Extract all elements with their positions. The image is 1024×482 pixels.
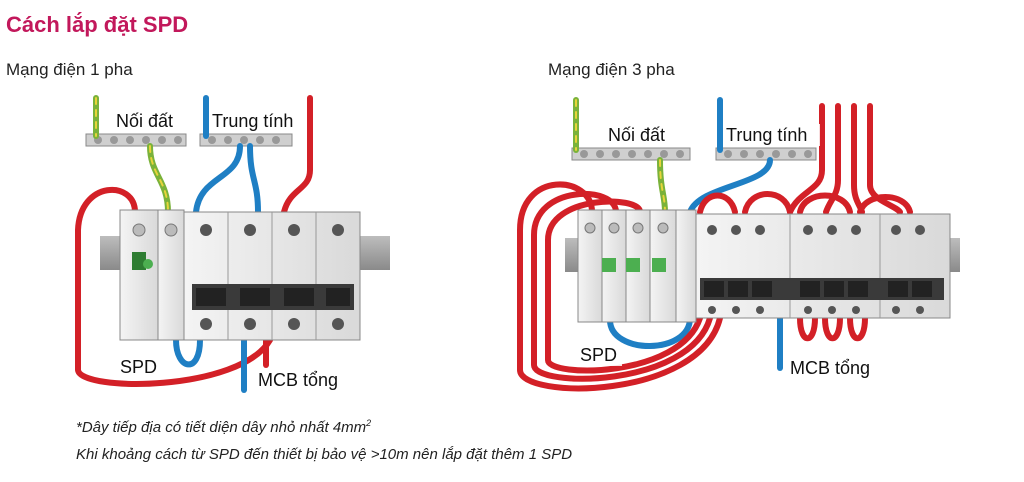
- mcb-main: [695, 213, 951, 319]
- note-ground-wire: *Dây tiếp địa có tiết diện dây nhỏ nhất …: [76, 418, 371, 436]
- three-phase-wires: [517, 97, 913, 392]
- single-phase-title: Mạng điện 1 pha: [6, 60, 133, 79]
- note-ground-wire-sup: 2: [366, 418, 372, 428]
- neutral-busbar: [199, 133, 293, 147]
- spd-device: [119, 209, 185, 341]
- three-phase-spd-label: SPD: [580, 345, 617, 365]
- neutral-busbar: [715, 147, 817, 161]
- single-phase-diagram: Nối đất Trung tính SPD MCB tổng: [75, 95, 390, 393]
- single-phase-ground-label: Nối đất: [116, 111, 173, 131]
- ground-busbar: [85, 133, 187, 147]
- three-phase-title: Mạng điện 3 pha: [548, 60, 675, 79]
- single-phase-neutral-label: Trung tính: [212, 111, 293, 131]
- single-phase-spd-label: SPD: [120, 357, 157, 377]
- single-phase-wires: [75, 95, 313, 393]
- three-phase-mcb-label: MCB tổng: [790, 358, 870, 378]
- note-ground-wire-text: *Dây tiếp địa có tiết diện dây nhỏ nhất …: [76, 419, 367, 436]
- page-title: Cách lắp đặt SPD: [6, 12, 189, 37]
- mcb-main: [183, 211, 361, 341]
- three-phase-diagram: Nối đất Trung tính SPD MCB tổng: [517, 97, 960, 392]
- three-phase-ground-label: Nối đất: [608, 125, 665, 145]
- ground-busbar: [571, 147, 691, 161]
- single-phase-mcb-label: MCB tổng: [258, 370, 338, 390]
- spd-device: [577, 209, 697, 323]
- three-phase-neutral-label: Trung tính: [726, 125, 807, 145]
- note-distance: Khi khoảng cách từ SPD đến thiết bị bảo …: [76, 446, 573, 463]
